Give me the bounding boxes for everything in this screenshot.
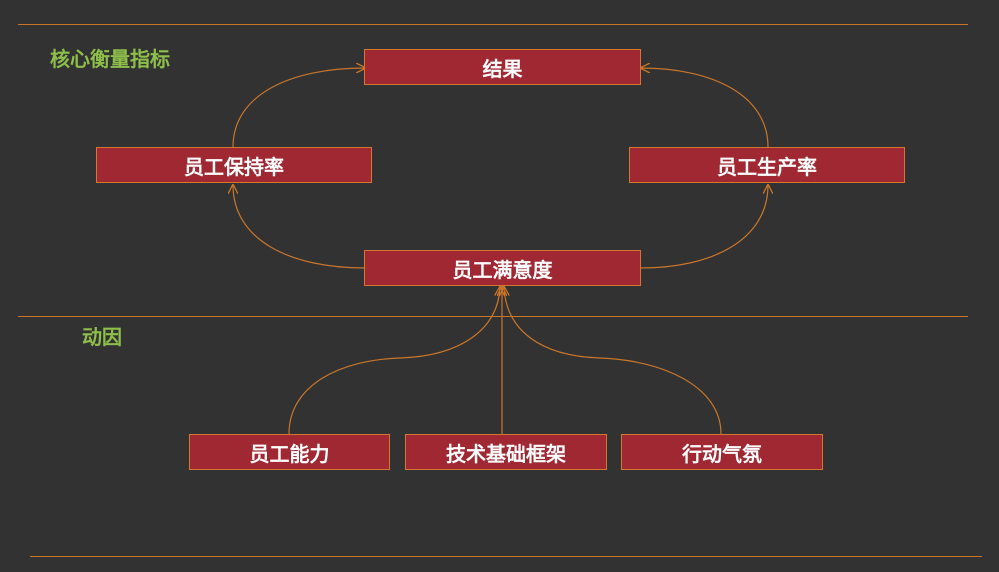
retention-node: 员工保持率	[96, 147, 372, 183]
middle-divider	[18, 316, 968, 317]
arrow-climate-to-satisfaction	[504, 287, 722, 435]
bottom-divider	[30, 556, 982, 557]
productivity-node: 员工生产率	[629, 147, 905, 183]
satisfaction-node: 员工满意度	[364, 250, 641, 286]
climate-node: 行动气氛	[621, 434, 823, 470]
capability-node: 员工能力	[189, 434, 390, 470]
arrow-retention-to-result	[232, 68, 365, 148]
arrow-satisfaction-to-productivity	[640, 185, 768, 269]
result-node: 结果	[364, 49, 641, 85]
core-metrics-label: 核心衡量指标	[50, 47, 170, 71]
arrow-satisfaction-to-retention	[233, 185, 366, 269]
infrastructure-node: 技术基础框架	[405, 434, 607, 470]
arrow-capability-to-satisfaction	[288, 287, 500, 435]
top-divider	[18, 24, 968, 25]
drivers-label: 动因	[82, 325, 122, 349]
arrow-productivity-to-result	[641, 68, 769, 148]
